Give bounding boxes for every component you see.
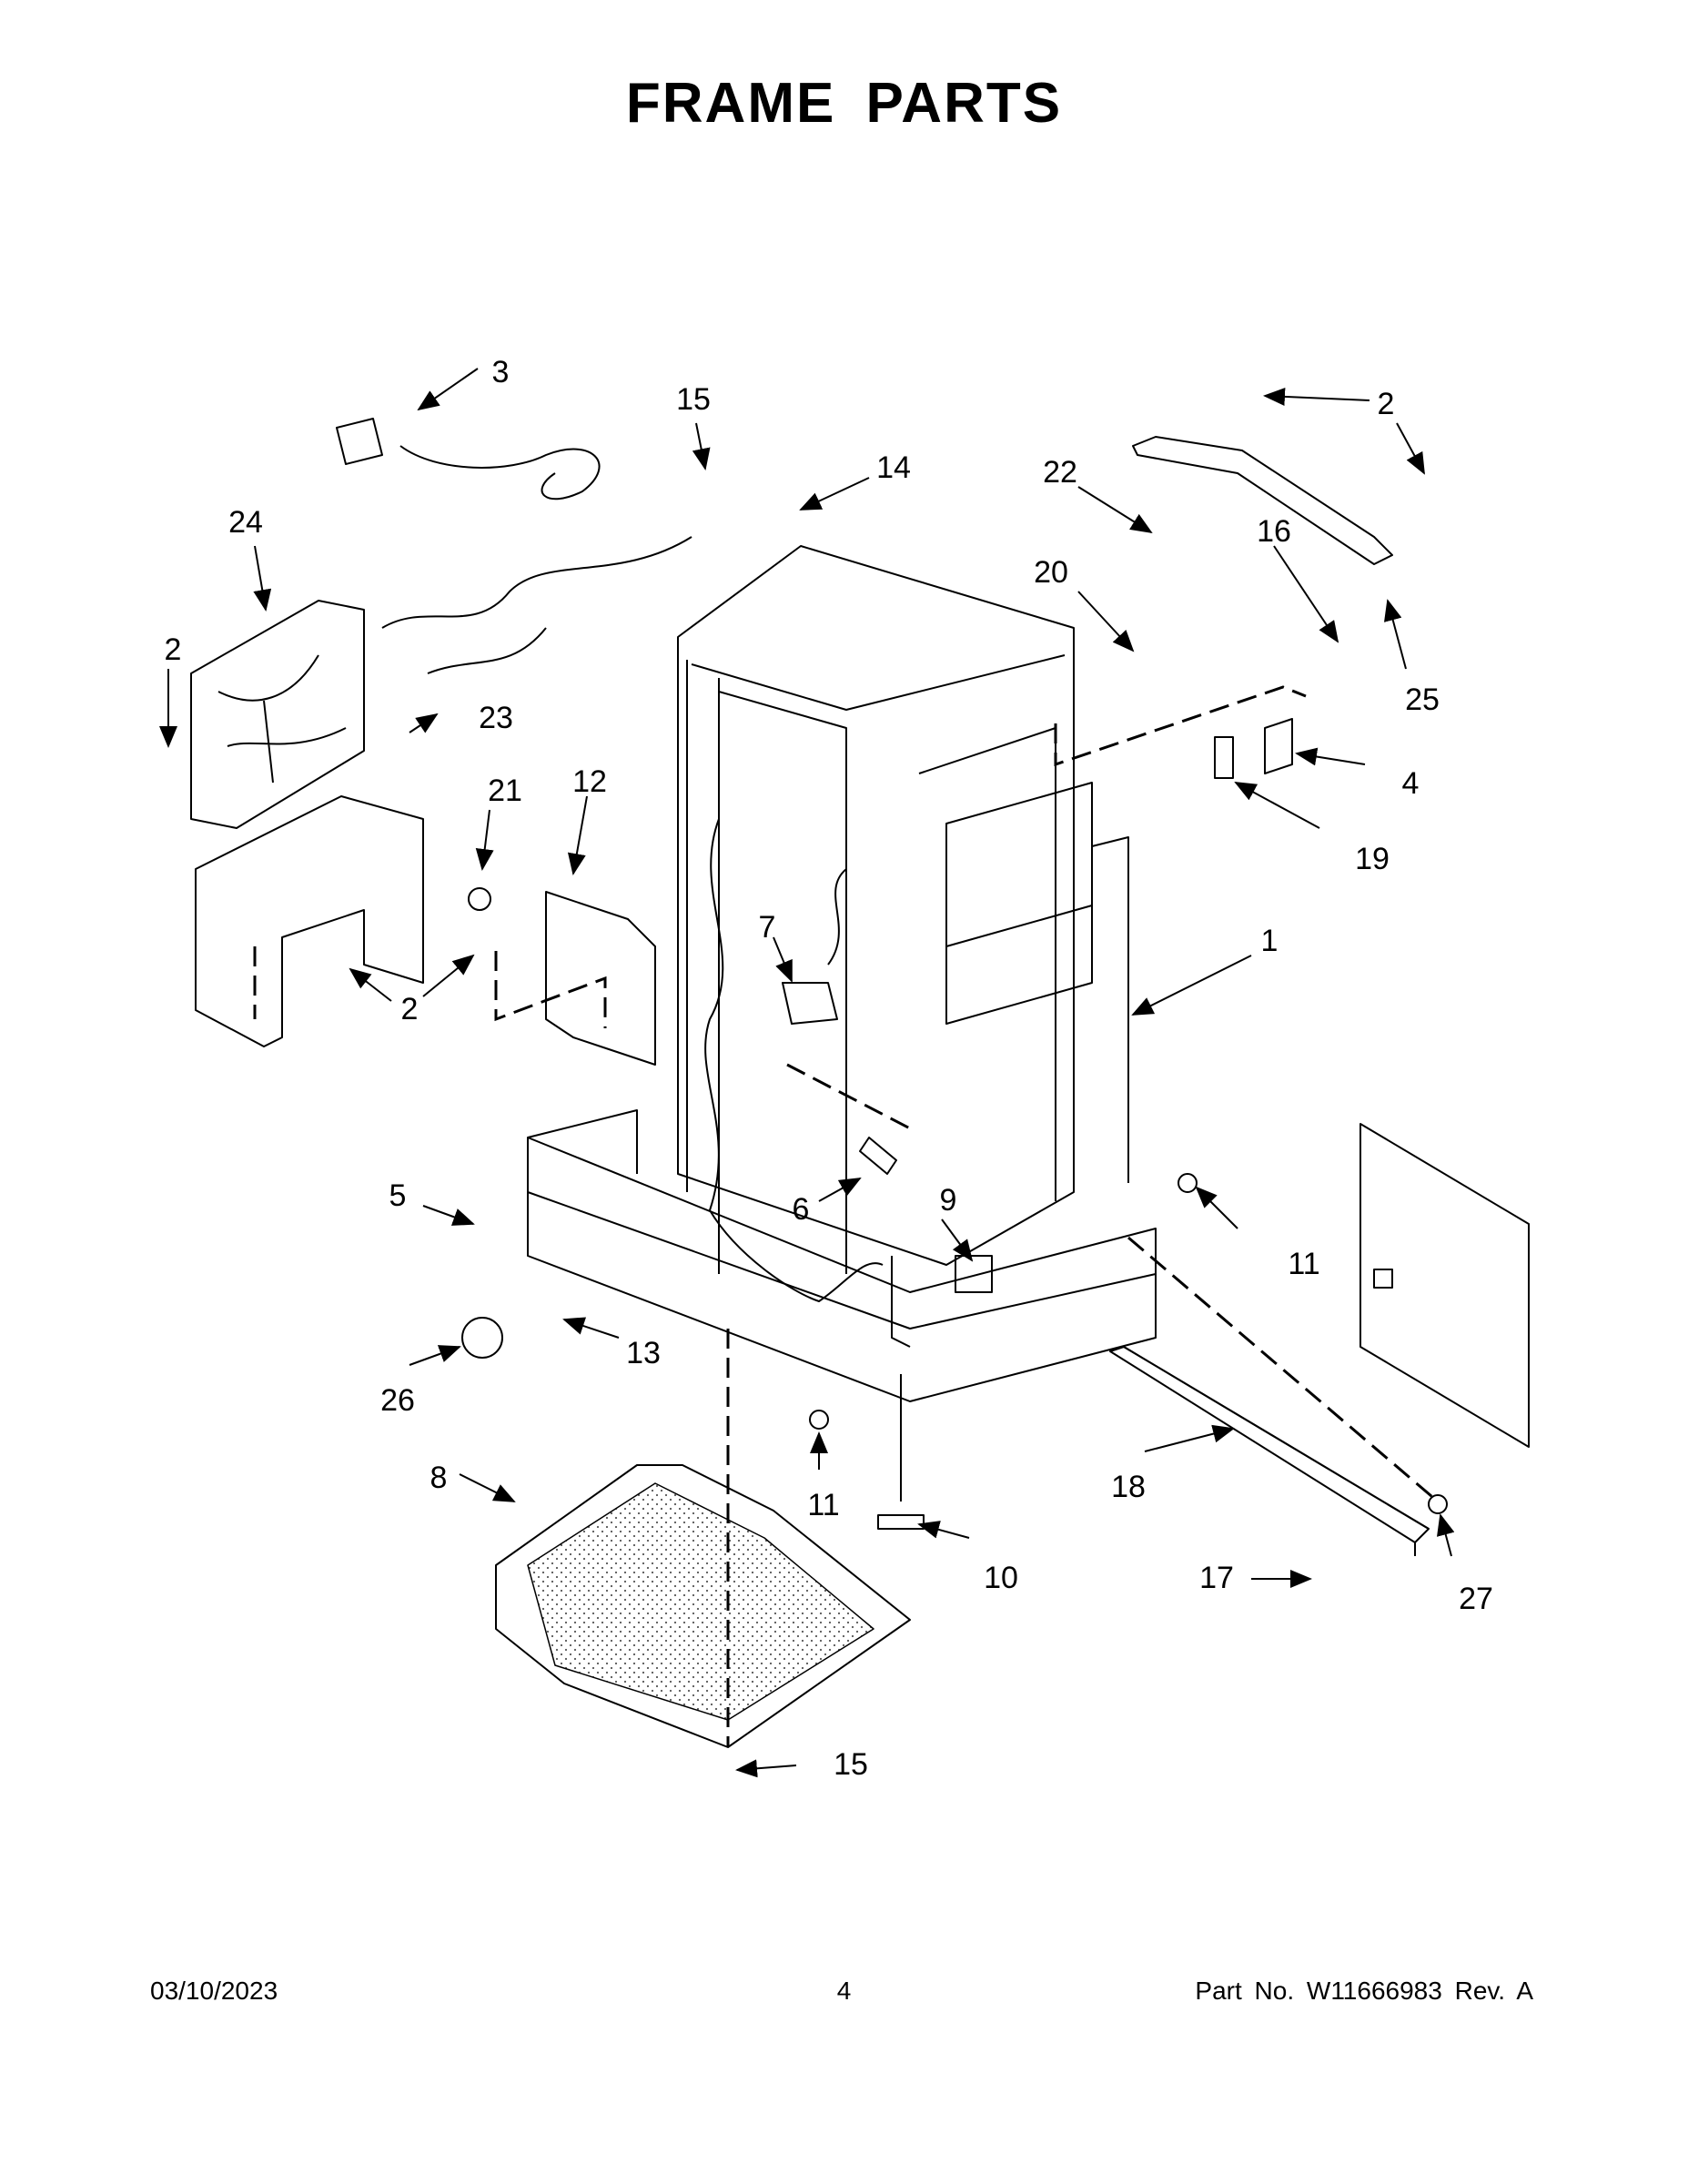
switch-part bbox=[782, 982, 838, 1025]
callout-13: 13 bbox=[626, 1336, 661, 1370]
plate-part bbox=[1214, 736, 1234, 779]
caster-part bbox=[461, 1317, 503, 1359]
base-pan-part bbox=[495, 1464, 911, 1748]
callout-16: 16 bbox=[1257, 514, 1291, 549]
callout-26: 26 bbox=[380, 1383, 415, 1418]
callout-10: 10 bbox=[984, 1561, 1018, 1595]
callout-15-bottom: 15 bbox=[834, 1747, 868, 1782]
callout-4: 4 bbox=[1402, 766, 1420, 801]
callout-17: 17 bbox=[1199, 1561, 1234, 1595]
grommet-part bbox=[1428, 1494, 1448, 1514]
pressure-switch-part bbox=[955, 1255, 993, 1293]
callout-2-shield: 2 bbox=[401, 992, 419, 1026]
callout-25: 25 bbox=[1405, 682, 1440, 717]
footer-page-number: 4 bbox=[836, 1977, 852, 2005]
top-bracket-part bbox=[1132, 436, 1393, 565]
main-frame-part bbox=[527, 545, 1157, 1402]
callout-18: 18 bbox=[1111, 1470, 1146, 1504]
callout-2-left: 2 bbox=[165, 632, 182, 667]
callout-1: 1 bbox=[1261, 924, 1279, 958]
callout-12: 12 bbox=[572, 764, 607, 799]
nut-part bbox=[1178, 1173, 1198, 1193]
rear-panel-part bbox=[190, 600, 365, 829]
footer-part-number: Part No. W11666983 Rev. A bbox=[1195, 1977, 1533, 2005]
callout-5: 5 bbox=[389, 1178, 407, 1213]
callout-2-top-right: 2 bbox=[1378, 387, 1395, 421]
callout-15-top: 15 bbox=[676, 382, 711, 417]
callout-22: 22 bbox=[1043, 455, 1077, 490]
shield-part bbox=[195, 795, 424, 1047]
callout-11-lower: 11 bbox=[807, 1488, 839, 1522]
callout-24: 24 bbox=[228, 505, 263, 540]
footer-date: 03/10/2023 bbox=[150, 1977, 278, 2005]
callout-7: 7 bbox=[759, 910, 776, 945]
bracket-part bbox=[545, 891, 656, 1066]
callout-8: 8 bbox=[430, 1461, 448, 1495]
callout-6: 6 bbox=[793, 1192, 810, 1227]
callout-19: 19 bbox=[1355, 842, 1390, 876]
side-panel-part bbox=[1359, 1123, 1530, 1448]
callout-23: 23 bbox=[479, 701, 513, 735]
callout-9: 9 bbox=[940, 1183, 957, 1218]
leveling-leg-part bbox=[877, 1374, 925, 1530]
callout-14: 14 bbox=[876, 450, 911, 485]
rail-part bbox=[1109, 1346, 1430, 1543]
grommet-6-part bbox=[859, 1137, 897, 1175]
wire-harness-part bbox=[381, 536, 692, 674]
nut-part-lower bbox=[809, 1410, 829, 1430]
page-title: FRAME PARTS bbox=[625, 72, 1063, 135]
callout-3: 3 bbox=[492, 355, 510, 389]
power-cord-part bbox=[399, 445, 601, 500]
latch-part bbox=[1264, 718, 1293, 774]
washer-part bbox=[468, 887, 491, 911]
callout-21: 21 bbox=[488, 774, 522, 808]
callout-20: 20 bbox=[1034, 555, 1068, 590]
callout-11-right: 11 bbox=[1288, 1247, 1319, 1281]
callout-27: 27 bbox=[1459, 1582, 1493, 1616]
